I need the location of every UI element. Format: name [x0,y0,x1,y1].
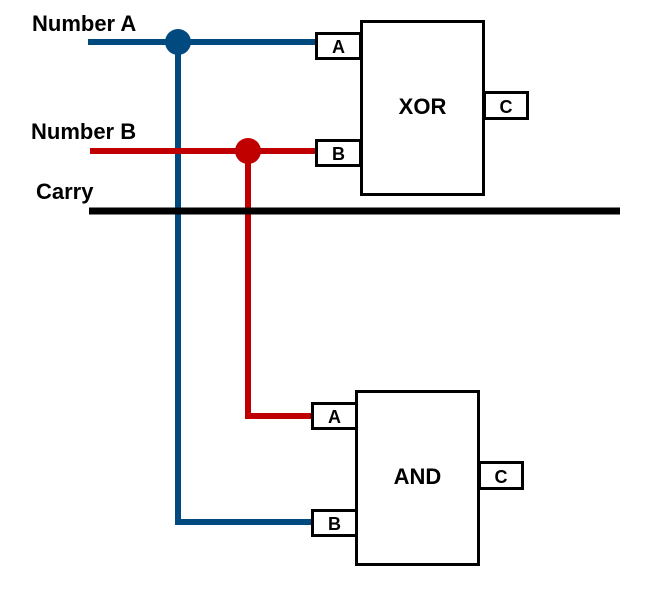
carry-label: Carry [36,179,94,204]
xor-output-c-label: C [499,97,513,117]
and-input-b-pin: B [311,509,358,537]
xor-input-b-label: B [332,144,345,164]
and-gate-title: AND [393,464,442,489]
and-input-a-pin: A [311,402,358,430]
and-output-c-label: C [494,467,508,487]
and-output-c-pin: C [478,461,524,490]
xor-gate [360,20,485,196]
xor-input-a-pin: A [315,32,362,60]
number-b-label: Number B [31,119,137,144]
number-a-junction-dot [165,29,191,55]
xor-gate-title: XOR [398,94,447,119]
and-input-a-label: A [328,407,341,427]
and-input-b-label: B [328,514,341,534]
xor-input-b-pin: B [315,139,362,167]
xor-output-c-pin: C [483,91,529,120]
number-a-label: Number A [32,11,137,36]
number-b-junction-dot [235,138,261,164]
xor-input-a-label: A [332,37,345,57]
